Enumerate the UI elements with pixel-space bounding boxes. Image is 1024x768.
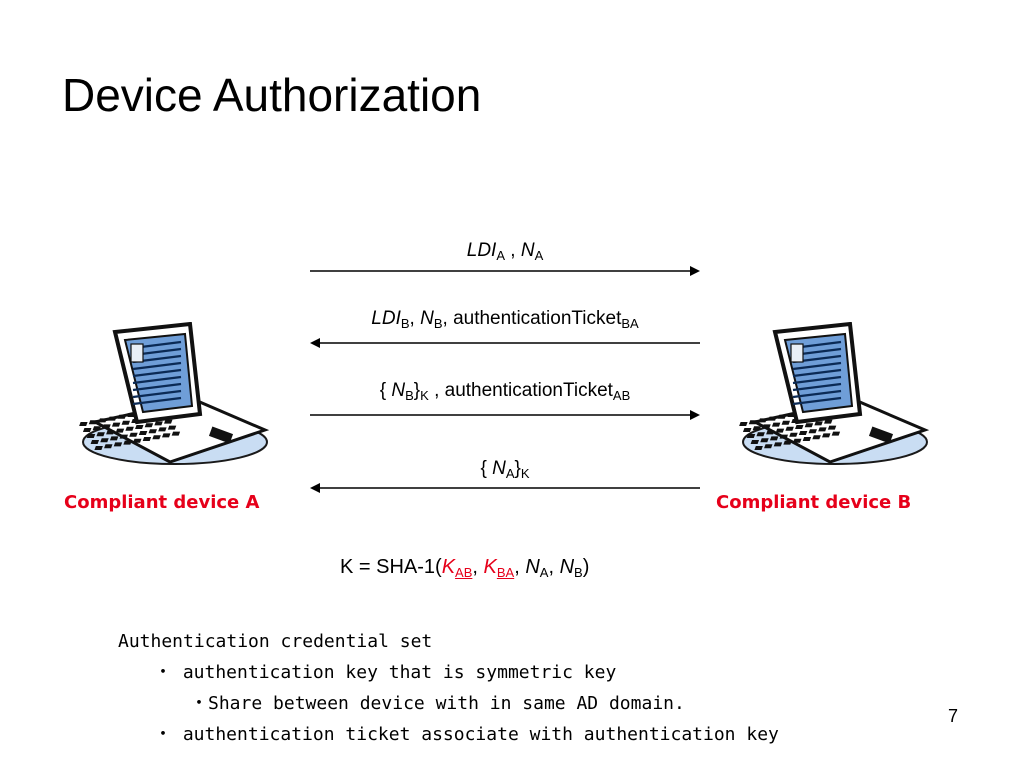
device-a-label: Compliant device A xyxy=(64,492,260,513)
message-2-part: , authenticationTicket xyxy=(442,308,622,329)
formula-b-sub: B xyxy=(574,565,583,580)
message-1-part: A xyxy=(534,248,544,263)
message-2-part: B xyxy=(400,316,410,331)
message-3-part: { xyxy=(379,380,392,401)
formula-ba-sub: BA xyxy=(496,565,515,580)
message-4-part: } xyxy=(514,458,521,479)
laptop-a-icon xyxy=(79,322,270,465)
formula-comma: , xyxy=(548,556,560,578)
formula-comma: , xyxy=(472,556,484,578)
formula-suffix: ) xyxy=(582,556,590,578)
message-4-part: A xyxy=(505,466,515,481)
message-3-part: } xyxy=(413,380,421,401)
message-2-part: BA xyxy=(621,316,639,331)
formula-n-a: N xyxy=(525,556,540,578)
notes-heading: Authentication credential set xyxy=(118,631,433,652)
formula-prefix: K = SHA-1( xyxy=(340,556,442,578)
formula-n-b: N xyxy=(559,556,575,578)
message-3-part: K xyxy=(420,388,429,403)
message-4-part: { xyxy=(480,458,493,479)
message-4-label: { NA}K xyxy=(310,458,700,480)
formula-ab-sub: AB xyxy=(455,565,473,580)
slide-number: 7 xyxy=(948,706,959,726)
message-1-part: N xyxy=(520,240,535,261)
arrow-right-icon xyxy=(310,266,700,276)
message-4-part: K xyxy=(520,466,530,481)
arrow-right-icon xyxy=(310,410,700,420)
message-3-label: { NB}K , authenticationTicketAB xyxy=(310,380,700,402)
message-1-part: A xyxy=(496,248,505,263)
message-2-part: B xyxy=(433,316,443,331)
device-b-label: Compliant device B xyxy=(716,492,912,513)
formula-comma: , xyxy=(514,556,526,578)
arrow-left-icon xyxy=(310,483,700,493)
formula-k-ab: K xyxy=(441,556,456,578)
message-2-part: LDI xyxy=(371,308,401,329)
message-3-part: AB xyxy=(612,388,631,403)
notes-sub-bullet: ・Share between device with in same AD do… xyxy=(118,693,685,714)
formula-a-sub: A xyxy=(539,565,549,580)
message-3-part: , authenticationTicket xyxy=(428,380,613,401)
message-1-part: LDI xyxy=(466,240,497,261)
arrow-left-icon xyxy=(310,338,700,348)
message-1-part: , xyxy=(505,240,521,261)
key-formula: K = SHA-1(KAB, KBA, NA, NB) xyxy=(340,556,589,579)
message-2-part: , xyxy=(409,308,421,329)
laptop-b-icon xyxy=(739,322,930,465)
message-2-label: LDIB, NB, authenticationTicketBA xyxy=(310,308,700,330)
message-3-part: N xyxy=(391,380,406,401)
notes-bullet: ・ authentication ticket associate with a… xyxy=(118,724,779,745)
message-3-part: B xyxy=(405,388,414,403)
notes-bullet: ・ authentication key that is symmetric k… xyxy=(118,662,617,683)
message-2-part: N xyxy=(420,308,434,329)
slide-title: Device Authorization xyxy=(62,69,482,121)
formula-k-ba: K xyxy=(483,556,497,578)
message-1-label: LDIA , NA xyxy=(310,240,700,262)
notes-block: Authentication credential set ・ authenti… xyxy=(118,626,779,750)
message-4-part: N xyxy=(492,458,506,479)
